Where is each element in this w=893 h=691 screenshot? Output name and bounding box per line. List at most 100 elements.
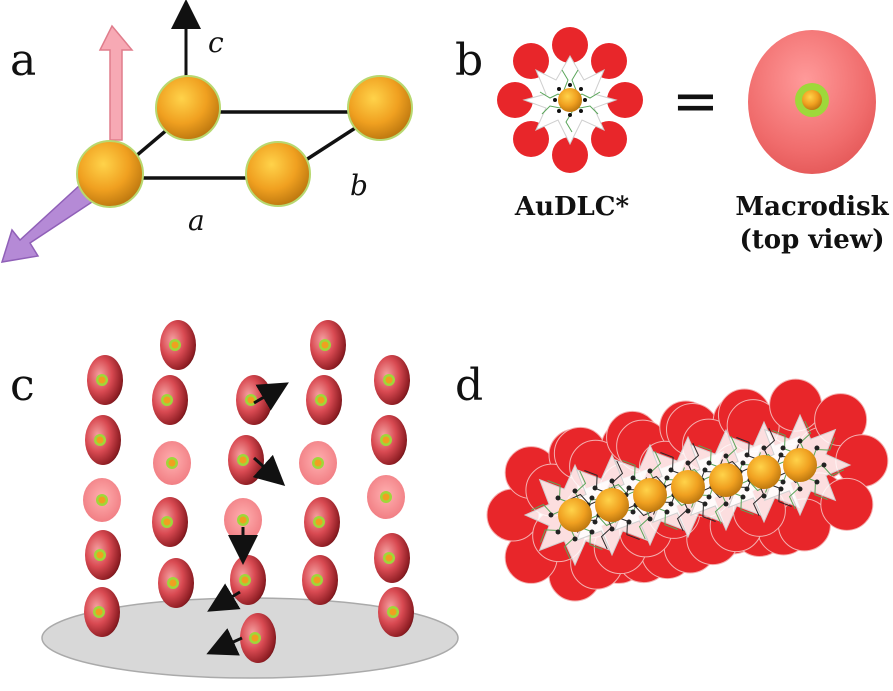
linker-dot bbox=[626, 485, 632, 491]
linker-dot bbox=[589, 495, 595, 501]
macrodisk-caption-line2: (top view) bbox=[739, 225, 884, 255]
tilted-macrodisk bbox=[85, 530, 121, 580]
gold-nanoparticle bbox=[595, 488, 629, 522]
tilted-macrodisk bbox=[371, 415, 407, 465]
audlc-dots bbox=[553, 83, 587, 117]
panel-a: a c a b bbox=[0, 0, 413, 263]
linker-dot bbox=[744, 452, 750, 458]
linker-dot bbox=[548, 512, 554, 518]
linker-dot bbox=[740, 494, 746, 500]
panel-b: b bbox=[455, 27, 890, 255]
gold-nanoparticle bbox=[747, 455, 781, 489]
linker-dot bbox=[630, 475, 636, 481]
tilted-macrodisk bbox=[158, 558, 194, 608]
panel-c-letter: c bbox=[10, 360, 35, 411]
flat-macrodisk bbox=[299, 441, 337, 485]
axis-label-a: a bbox=[188, 204, 205, 237]
linker-dot bbox=[592, 519, 598, 525]
linker-dot bbox=[723, 453, 729, 459]
linker-dot bbox=[555, 529, 561, 535]
linker-dot bbox=[706, 494, 712, 500]
tilted-macrodisk bbox=[240, 613, 276, 663]
flat-macrodisk bbox=[224, 498, 262, 542]
director-arrows bbox=[206, 382, 289, 656]
flat-macrodisk bbox=[153, 441, 191, 485]
tilted-macrodisk bbox=[152, 497, 188, 547]
linker-dot bbox=[647, 516, 653, 522]
tilted-macrodisk bbox=[87, 355, 123, 405]
linker-dot bbox=[778, 452, 784, 458]
audlc-caption: AuDLC* bbox=[514, 192, 630, 222]
audlc-molecule bbox=[497, 27, 643, 173]
linker-dot bbox=[814, 479, 820, 485]
linker-dot bbox=[685, 460, 691, 466]
macrodisk-caption-line1: Macrodisk bbox=[735, 192, 889, 222]
linker-dot bbox=[814, 445, 820, 451]
gold-sphere bbox=[245, 141, 311, 207]
linker-dot bbox=[626, 519, 632, 525]
tilted-macrodisk bbox=[236, 375, 272, 425]
linker-dot bbox=[589, 529, 595, 535]
linker-dot bbox=[609, 526, 615, 532]
linker-dot bbox=[780, 479, 786, 485]
linker-dot bbox=[668, 501, 674, 507]
gold-nanoparticle bbox=[633, 478, 667, 512]
tilted-macrodisk bbox=[85, 415, 121, 465]
linker-dot bbox=[744, 486, 750, 492]
linker-dot bbox=[780, 445, 786, 451]
linker-dot bbox=[668, 467, 674, 473]
tilted-macrodisk bbox=[228, 435, 264, 485]
tilted-macrodisk bbox=[302, 555, 338, 605]
tilted-macrodisk bbox=[152, 375, 188, 425]
lilac-down-left-arrow bbox=[0, 183, 97, 263]
gold-nanoparticle bbox=[709, 463, 743, 497]
gold-sphere bbox=[155, 75, 221, 141]
linker-dot bbox=[647, 468, 653, 474]
gold-sphere bbox=[76, 140, 144, 208]
panel-c: c bbox=[10, 320, 459, 679]
linker-dot bbox=[706, 460, 712, 466]
gold-sphere bbox=[347, 75, 413, 141]
equals-sign: = bbox=[672, 69, 719, 134]
linker-dot bbox=[664, 475, 670, 481]
audlc-gold-center bbox=[558, 88, 582, 112]
linker-dot bbox=[664, 509, 670, 515]
columnar-stack bbox=[486, 378, 889, 602]
panel-b-letter: b bbox=[455, 35, 483, 86]
audlc-petals bbox=[497, 27, 643, 173]
gold-nanoparticle bbox=[671, 470, 705, 504]
linker-dot bbox=[592, 485, 598, 491]
tilted-macrodisk bbox=[310, 320, 346, 370]
linker-dot bbox=[740, 460, 746, 466]
panel-a-letter: a bbox=[10, 35, 36, 86]
macrodisk-array bbox=[83, 320, 414, 663]
flat-macrodisk bbox=[367, 475, 405, 519]
linker-dot bbox=[797, 486, 803, 492]
linker-dot bbox=[609, 478, 615, 484]
tilted-macrodisk bbox=[374, 533, 410, 583]
gold-nanoparticle bbox=[558, 498, 592, 532]
tilted-macrodisk bbox=[378, 587, 414, 637]
linker-dot bbox=[702, 501, 708, 507]
tilted-macrodisk bbox=[304, 497, 340, 547]
macrodisk-top-view bbox=[748, 30, 876, 174]
linker-dot bbox=[778, 486, 784, 492]
tilted-macrodisk bbox=[84, 587, 120, 637]
axis-label-c: c bbox=[208, 26, 224, 59]
linker-dot bbox=[572, 536, 578, 542]
linker-dot bbox=[723, 501, 729, 507]
linker-dot bbox=[555, 495, 561, 501]
linker-dot bbox=[685, 508, 691, 514]
gold-nanoparticle bbox=[783, 448, 817, 482]
linker-dot bbox=[761, 493, 767, 499]
axis-label-b: b bbox=[350, 169, 368, 202]
flat-macrodisk bbox=[83, 478, 121, 522]
linker-dot bbox=[630, 509, 636, 515]
tilted-macrodisk bbox=[230, 555, 266, 605]
pink-up-arrow bbox=[98, 24, 134, 141]
linker-dot bbox=[761, 445, 767, 451]
tilted-macrodisk bbox=[306, 375, 342, 425]
linker-dot bbox=[702, 467, 708, 473]
tilted-macrodisk bbox=[160, 320, 196, 370]
